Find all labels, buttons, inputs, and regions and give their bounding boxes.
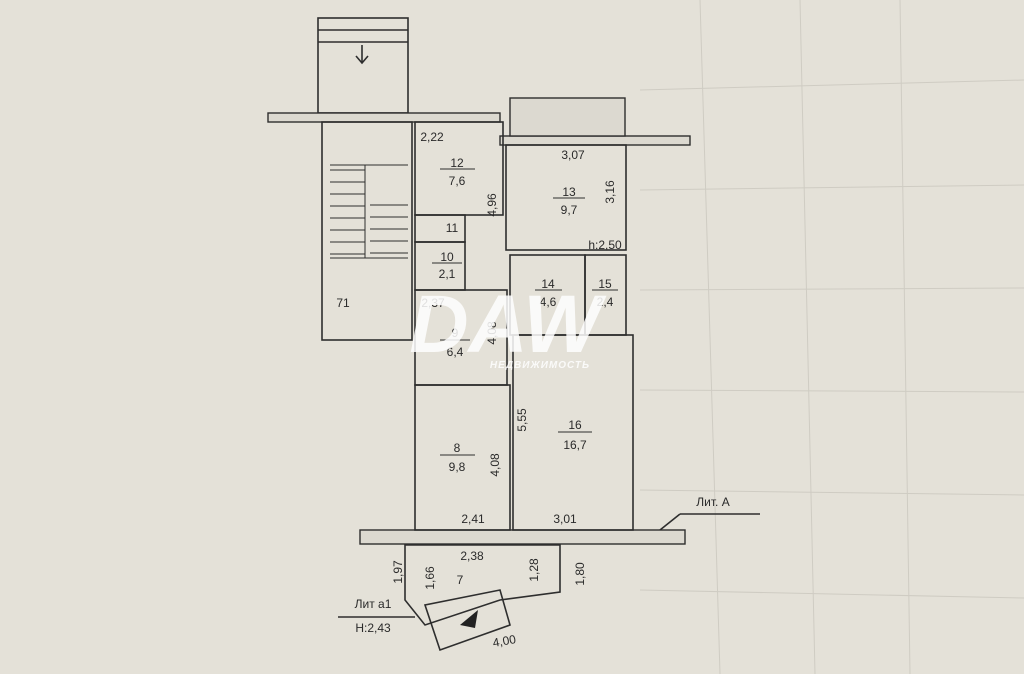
dim-4-08-room9: 4,08 bbox=[485, 321, 499, 345]
dim-2-37: 2,37 bbox=[421, 296, 445, 310]
room-7 bbox=[404, 544, 561, 626]
dim-71: 71 bbox=[336, 296, 350, 310]
dim-1-28: 1,28 bbox=[527, 558, 541, 582]
dim-2-38: 2,38 bbox=[460, 549, 484, 563]
room-16 bbox=[512, 334, 634, 531]
room-8 bbox=[414, 384, 511, 531]
lit-a1-height: Н:2,43 bbox=[355, 621, 391, 635]
room-7-number: 7 bbox=[457, 573, 464, 587]
room-15-area: 2,4 bbox=[597, 295, 614, 309]
room-8-number: 8 bbox=[454, 441, 461, 455]
room-14-number: 14 bbox=[541, 277, 555, 291]
dim-4-00: 4,00 bbox=[492, 632, 518, 650]
dim-3-01: 3,01 bbox=[553, 512, 577, 526]
paper-grid bbox=[639, 0, 1024, 674]
room-11-number: 11 bbox=[446, 221, 459, 235]
wall-top-left bbox=[267, 112, 501, 123]
dim-4-08-room8: 4,08 bbox=[488, 453, 502, 477]
watermark-subtitle: НЕДВИЖИМОСТЬ bbox=[490, 360, 590, 371]
stair-arrow-icon bbox=[460, 610, 478, 628]
fraction-lines bbox=[432, 168, 618, 456]
lit-a-label: Лит. А bbox=[696, 495, 729, 509]
daw-watermark-logo: DAW НЕДВИЖИМОСТЬ bbox=[409, 279, 607, 371]
room-15-number: 15 bbox=[598, 277, 612, 291]
room-16-number: 16 bbox=[568, 418, 582, 432]
room-9-area: 6,4 bbox=[447, 345, 464, 359]
room-10-area: 2,1 bbox=[439, 267, 456, 281]
wall-top-right bbox=[499, 135, 691, 146]
dim-2-41: 2,41 bbox=[461, 512, 485, 526]
room-16-area: 16,7 bbox=[563, 438, 587, 452]
dim-3-07: 3,07 bbox=[561, 148, 585, 162]
watermark-logo-text: DAW bbox=[409, 279, 607, 370]
room-13-area: 9,7 bbox=[561, 203, 578, 217]
room-14-area: 4,6 bbox=[540, 295, 557, 309]
room-9-number: 9 bbox=[452, 326, 459, 340]
room-8-area: 9,8 bbox=[449, 460, 466, 474]
lit-a1-label: Лит а1 bbox=[355, 597, 392, 611]
lit-a-leader bbox=[659, 513, 681, 531]
dim-3-16: 3,16 bbox=[603, 180, 617, 204]
room-13-number: 13 bbox=[562, 185, 576, 199]
dim-5-55: 5,55 bbox=[515, 408, 529, 432]
wall-bottom bbox=[359, 529, 686, 545]
ceiling-height: h:2,50 bbox=[588, 238, 622, 252]
room-12-area: 7,6 bbox=[449, 174, 466, 188]
dim-2-22: 2,22 bbox=[420, 130, 444, 144]
dim-1-80: 1,80 bbox=[573, 562, 587, 586]
dim-1-66: 1,66 bbox=[423, 566, 437, 590]
stairwell bbox=[321, 121, 413, 341]
room-12-number: 12 bbox=[450, 156, 464, 170]
room-13 bbox=[505, 144, 627, 251]
dim-4-96: 4,96 bbox=[485, 193, 499, 217]
room-10-number: 10 bbox=[440, 250, 454, 264]
porch-stairs bbox=[423, 589, 511, 652]
entry-stairs-top bbox=[317, 17, 409, 114]
dim-1-97: 1,97 bbox=[391, 560, 405, 584]
balcony bbox=[509, 97, 626, 137]
